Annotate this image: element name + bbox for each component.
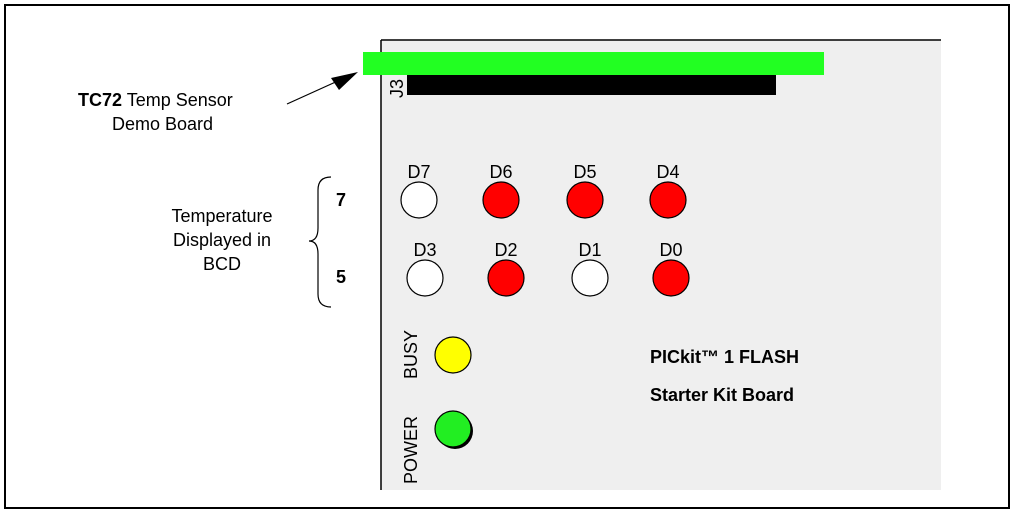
led-label-d4: D4 — [656, 162, 679, 182]
led-d5 — [566, 181, 604, 219]
led-label-d0: D0 — [659, 240, 682, 260]
tc72-callout-line1: TC72 Temp Sensor — [78, 90, 233, 110]
bcd-brace — [308, 176, 332, 308]
led-d0 — [652, 259, 690, 297]
led-label-d5: D5 — [573, 162, 596, 182]
tc72-callout-line2: Demo Board — [112, 114, 213, 134]
busy-led — [434, 336, 472, 374]
led-label-d7: D7 — [407, 162, 430, 182]
bcd-lower-digit: 5 — [336, 267, 346, 287]
power-led — [434, 410, 472, 448]
bcd-caption-line2: Displayed in — [173, 230, 271, 250]
power-label: POWER — [401, 416, 421, 484]
callout-leader-line — [286, 79, 341, 105]
led-d7 — [400, 181, 438, 219]
board-title-line1: PICkit™ 1 FLASH — [650, 347, 799, 367]
j3-connector — [407, 75, 776, 95]
bcd-upper-digit: 7 — [336, 190, 346, 210]
led-label-d2: D2 — [494, 240, 517, 260]
tc72-part-number: TC72 — [78, 90, 122, 110]
led-label-d1: D1 — [578, 240, 601, 260]
led-label-d3: D3 — [413, 240, 436, 260]
callout-arrowhead — [331, 72, 358, 90]
led-d3 — [406, 259, 444, 297]
bcd-caption-line3: BCD — [203, 254, 241, 274]
led-d1 — [571, 259, 609, 297]
j3-label: J3 — [387, 79, 407, 98]
led-d6 — [482, 181, 520, 219]
tc72-demo-board — [363, 52, 824, 75]
bcd-caption-line1: Temperature — [171, 206, 272, 226]
board-title-line2: Starter Kit Board — [650, 385, 794, 405]
led-d2 — [487, 259, 525, 297]
led-d4 — [649, 181, 687, 219]
led-label-d6: D6 — [489, 162, 512, 182]
tc72-callout-rest: Temp Sensor — [122, 90, 233, 110]
busy-label: BUSY — [401, 330, 421, 379]
